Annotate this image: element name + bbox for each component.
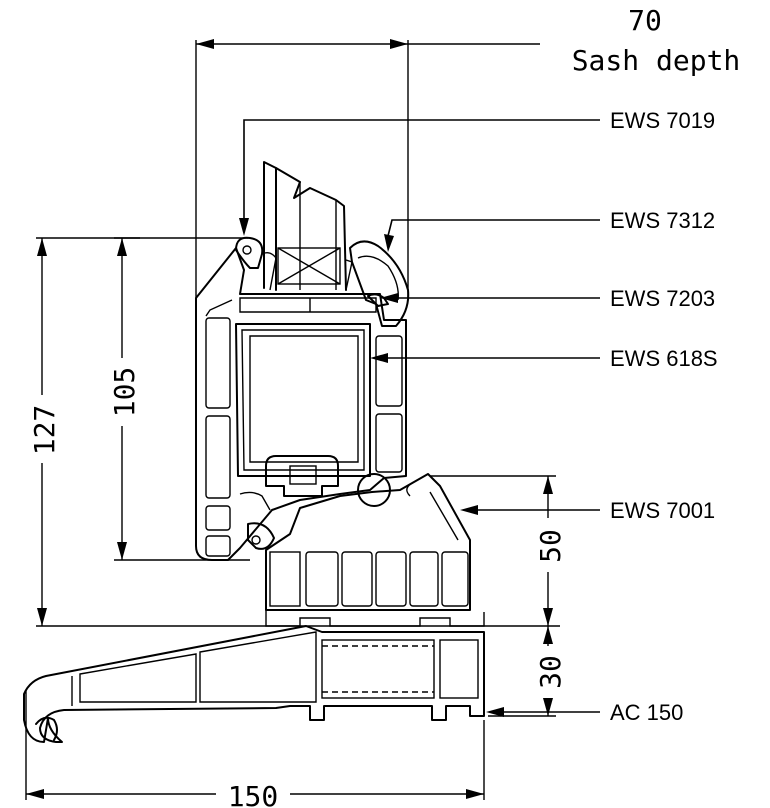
label-ac-150: AC 150 [610,700,683,725]
height-50-label: 50 [534,529,567,563]
label-ews-7312: EWS 7312 [610,208,715,233]
sash-depth-label: Sash depth [572,44,741,77]
height-105-label: 105 [108,367,141,418]
height-127-dimension: 127 [26,237,248,626]
sash-profile [195,247,407,561]
label-ews-7019: EWS 7019 [610,108,715,133]
glazing-bead-ews-7019 [235,236,277,291]
label-ews-618s: EWS 618S [610,346,718,371]
label-ews-7203: EWS 7203 [610,286,715,311]
callout-ews-7203: EWS 7203 [380,286,715,311]
gasket-ews-7203 [367,293,389,307]
callout-ews-7312: EWS 7312 [384,208,715,252]
callout-ews-7019: EWS 7019 [239,108,715,236]
sash-depth-value: 70 [628,4,662,37]
width-150-label: 150 [228,780,279,808]
label-ews-7001: EWS 7001 [610,498,715,523]
glazing-panel [263,161,347,291]
steel-reinforcement-ews-618s [235,323,371,477]
glazing-bead-ews-7312 [345,240,410,327]
callout-ews-7001: EWS 7001 [460,498,715,523]
sash-depth-dimension: 70 Sash depth [195,4,741,298]
center-seal [239,455,391,511]
height-105-dimension: 105 [106,237,250,561]
callout-ews-618s: EWS 618S [370,346,718,371]
height-30-dimension: 30 [488,626,567,717]
height-127-label: 127 [28,405,61,456]
height-50-dimension: 50 [430,475,567,626]
frame-profile-ews-7001 [247,473,485,627]
height-30-label: 30 [534,655,567,689]
sill-profile-ac-150 [23,625,485,743]
callout-ac-150: AC 150 [486,700,683,725]
width-150-dimension: 150 [25,690,485,808]
